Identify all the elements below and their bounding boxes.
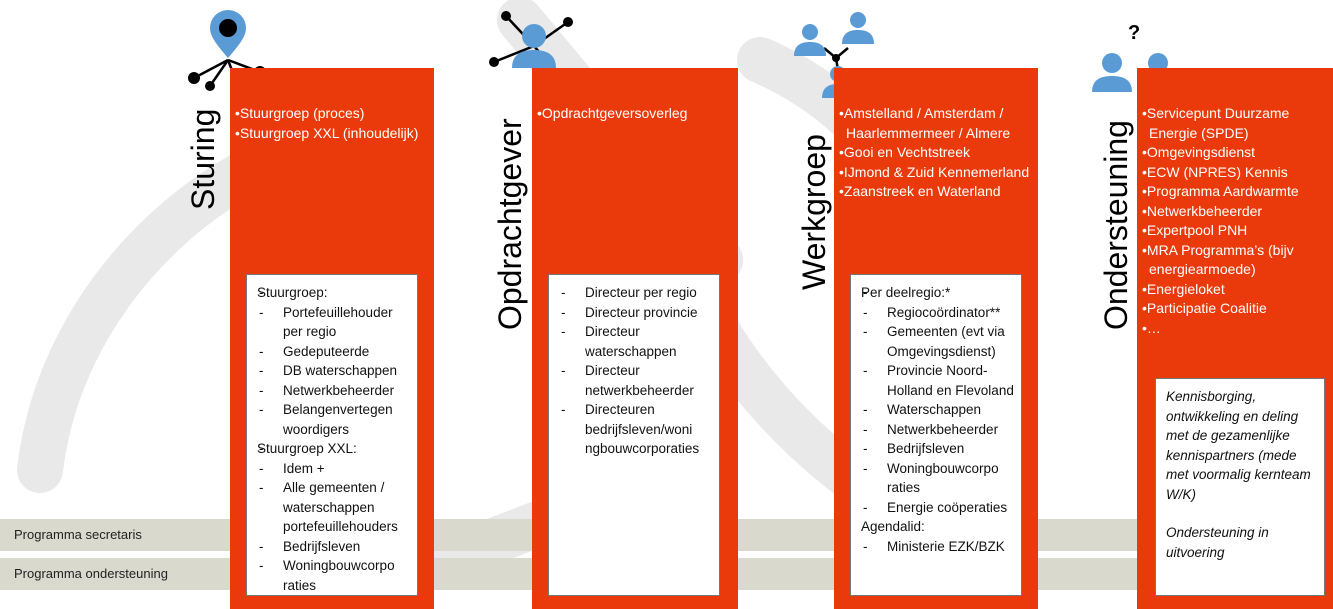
band-label: Programma ondersteuning: [14, 566, 168, 581]
group-header: Stuurgroep:: [257, 283, 411, 303]
member-item: Woningbouwcorpo raties: [861, 459, 1015, 498]
ondersteuning-note-box: Kennisborging, ontwikkeling en deling me…: [1155, 378, 1325, 596]
bullet-item: Amstelland / Amsterdam / Haarlemmermeer …: [839, 104, 1032, 143]
member-item: Portefeuillehouder per regio: [257, 303, 411, 342]
column-sturing: Stuurgroep (proces) Stuurgroep XXL (inho…: [230, 68, 434, 609]
column-werkgroep: Amstelland / Amsterdam / Haarlemmermeer …: [834, 68, 1038, 609]
ondersteuning-bullets: Servicepunt Duurzame Energie (SPDE) Omge…: [1142, 104, 1327, 338]
bullet-item: Zaanstreek en Waterland: [839, 182, 1032, 202]
member-item: Bedrijfsleven: [861, 439, 1015, 459]
column-title-sturing: Sturing: [185, 108, 221, 210]
bullet-item: Participatie Coalitie: [1142, 299, 1327, 319]
bullet-item: Expertpool PNH: [1142, 221, 1327, 241]
member-item: Directeur per regio: [559, 283, 713, 303]
note-paragraph: Kennisborging, ontwikkeling en deling me…: [1166, 389, 1311, 502]
member-item: Directeur netwerkbeheerder: [559, 361, 713, 400]
member-item: Regiocoördinator**: [861, 303, 1015, 323]
band-label: Programma secretaris: [14, 527, 142, 542]
bullet-item: MRA Programma’s (bijv energiearmoede): [1142, 241, 1327, 280]
member-item: Idem +: [257, 459, 411, 479]
bullet-item: …: [1142, 319, 1327, 339]
member-item: Waterschappen: [861, 400, 1015, 420]
note-paragraph: Ondersteuning in uitvoering: [1166, 525, 1269, 560]
bullet-item: Servicepunt Duurzame Energie (SPDE): [1142, 104, 1327, 143]
bullet-item: Stuurgroep (proces): [235, 104, 428, 124]
group-header: Per deelregio:*: [861, 283, 1015, 303]
member-item: Gedeputeerde: [257, 342, 411, 362]
question-mark: ?: [1128, 22, 1141, 44]
opdrachtgever-bullets: Opdrachtgeversoverleg: [537, 104, 732, 124]
bullet-item: ECW (NPRES) Kennis: [1142, 163, 1327, 183]
group-header: Stuurgroep XXL:: [257, 439, 411, 459]
bullet-item: Energieloket: [1142, 280, 1327, 300]
werkgroep-members-box: Per deelregio:* Regiocoördinator** Gemee…: [850, 274, 1022, 596]
member-item: Energie coöperaties: [861, 498, 1015, 518]
opdrachtgever-members-box: Directeur per regio Directeur provincie …: [548, 274, 720, 596]
column-title-werkgroep: Werkgroep: [796, 134, 832, 290]
member-item: Netwerkbeheerder: [861, 420, 1015, 440]
bullet-item: Netwerkbeheerder: [1142, 202, 1327, 222]
member-item: Netwerkbeheerder: [257, 381, 411, 401]
member-item: Directeur provincie: [559, 303, 713, 323]
member-item: Ministerie EZK/BZK: [861, 537, 1015, 557]
bullet-item: Omgevingsdienst: [1142, 143, 1327, 163]
column-opdrachtgever: Opdrachtgeversoverleg Directeur per regi…: [532, 68, 738, 609]
sturing-bullets: Stuurgroep (proces) Stuurgroep XXL (inho…: [235, 104, 428, 143]
group-header: Agendalid:: [861, 517, 1015, 537]
member-item: Woningbouwcorpo raties: [257, 556, 411, 595]
member-item: Directeuren bedrijfsleven/woni ngbouwcor…: [559, 400, 713, 459]
bullet-item: Opdrachtgeversoverleg: [537, 104, 732, 124]
member-item: Bedrijfsleven: [257, 537, 411, 557]
member-item: Provincie Noord-Holland en Flevoland: [861, 361, 1015, 400]
column-ondersteuning: Servicepunt Duurzame Energie (SPDE) Omge…: [1137, 68, 1333, 609]
column-title-opdrachtgever: Opdrachtgever: [492, 118, 528, 330]
werkgroep-bullets: Amstelland / Amsterdam / Haarlemmermeer …: [839, 104, 1032, 202]
bullet-item: Gooi en Vechtstreek: [839, 143, 1032, 163]
member-item: DB waterschappen: [257, 361, 411, 381]
bullet-item: Stuurgroep XXL (inhoudelijk): [235, 124, 428, 144]
member-item: Directeur waterschappen: [559, 322, 713, 361]
bullet-item: IJmond & Zuid Kennemerland: [839, 163, 1032, 183]
member-item: Gemeenten (evt via Omgevingsdienst): [861, 322, 1015, 361]
member-item: Belangenvertegen woordigers: [257, 400, 411, 439]
member-item: Alle gemeenten / waterschappen portefeui…: [257, 478, 411, 537]
column-title-ondersteuning: Ondersteuning: [1098, 120, 1134, 330]
bullet-item: Programma Aardwarmte: [1142, 182, 1327, 202]
sturing-members-box: Stuurgroep: Portefeuillehouder per regio…: [246, 274, 418, 596]
